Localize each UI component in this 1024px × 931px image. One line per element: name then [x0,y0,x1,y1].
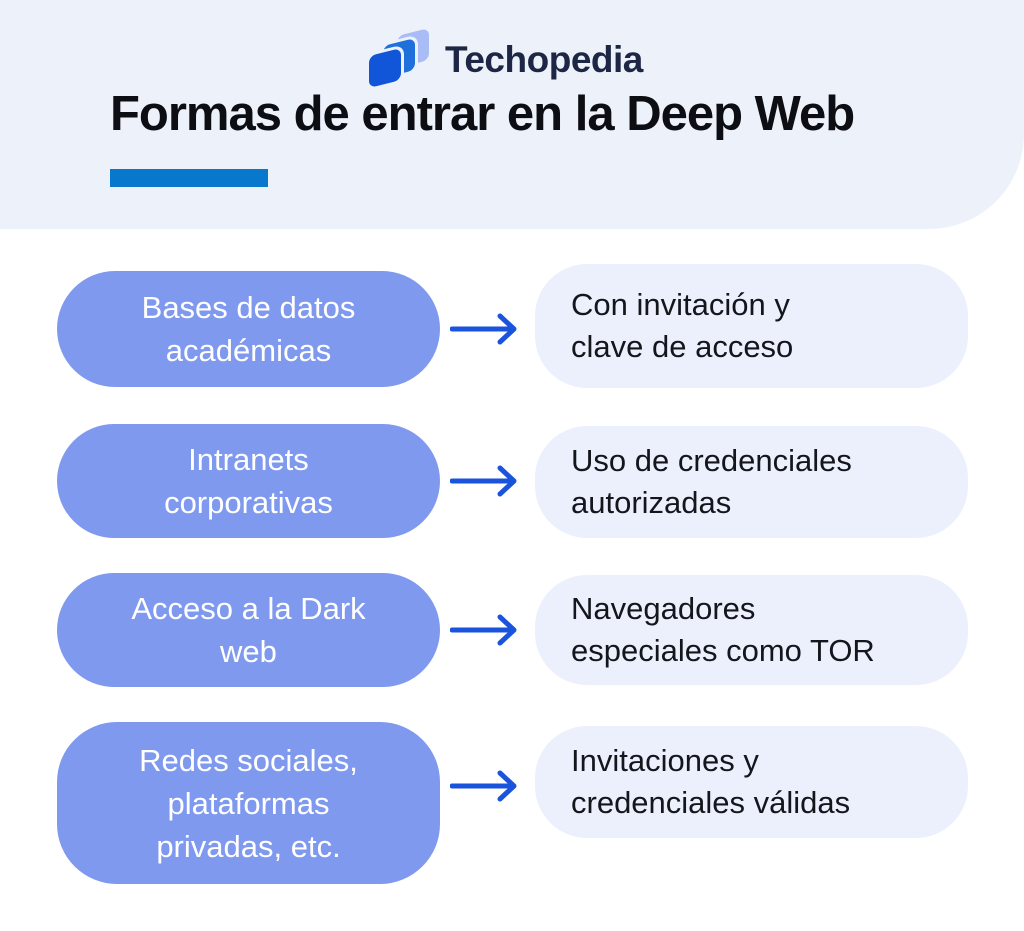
techopedia-wordmark: Techopedia [445,39,643,80]
method-pill: Intranets corporativas [57,424,440,538]
method-pill: Acceso a la Dark web [57,573,440,687]
access-box: Invitaciones y credenciales válidas [535,726,968,838]
right-arrow-icon [450,770,517,802]
access-box: Navegadores especiales como TOR [535,575,968,685]
right-arrow-icon [450,313,517,345]
header-band: Techopedia Formas de entrar en la Deep W… [0,0,1024,229]
page-title: Formas de entrar en la Deep Web [110,87,855,141]
method-pill: Redes sociales, plataformas privadas, et… [57,722,440,884]
techopedia-logo-icon [368,28,432,92]
logo-card-dark [369,48,401,88]
access-box: Uso de credenciales autorizadas [535,426,968,538]
method-pill: Bases de datos académicas [57,271,440,387]
access-box: Con invitación y clave de acceso [535,264,968,388]
right-arrow-icon [450,614,517,646]
right-arrow-icon [450,465,517,497]
techopedia-logo: Techopedia [368,28,643,92]
title-underline [110,169,268,187]
